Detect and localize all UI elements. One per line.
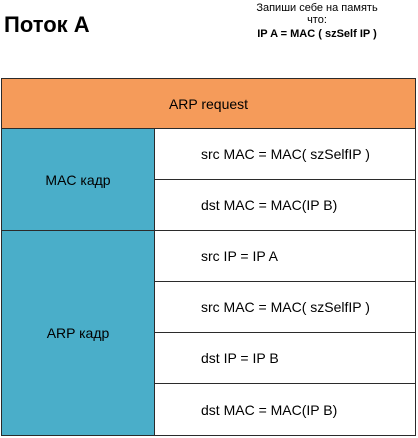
- arp-frame-row: src IP = IP A: [154, 230, 416, 282]
- arp-request-header: ARP request: [1, 78, 416, 129]
- arp-frame-row: dst MAC = MAC(IP B): [154, 383, 416, 436]
- memo-formula: IP A = MAC ( szSelf IP ): [257, 28, 377, 40]
- memo-note: Запиши себе на память что: IP A = MAC ( …: [222, 2, 412, 40]
- memo-line-2: что:: [307, 14, 327, 26]
- arp-frame-group: ARP кадр: [1, 230, 155, 436]
- memo-line-1: Запиши себе на память: [256, 2, 378, 14]
- arp-frame-row: src MAC = MAC( szSelfIP ): [154, 281, 416, 333]
- mac-frame-row: dst MAC = MAC(IP B): [154, 179, 416, 231]
- mac-frame-row: src MAC = MAC( szSelfIP ): [154, 128, 416, 180]
- page-title: Поток А: [4, 12, 90, 37]
- arp-frame-row: dst IP = IP B: [154, 332, 416, 384]
- mac-frame-group: MAC кадр: [1, 128, 155, 231]
- packet-structure-table: ARP request MAC кадр src MAC = MAC( szSe…: [1, 78, 416, 436]
